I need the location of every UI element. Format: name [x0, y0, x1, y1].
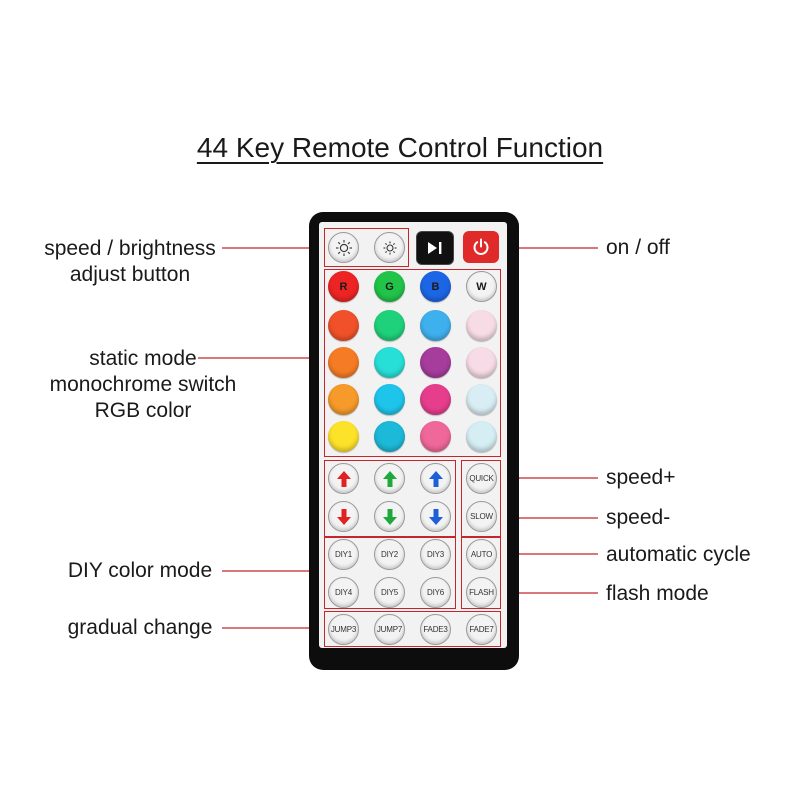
group-colors — [324, 269, 501, 457]
brightness-down-button[interactable] — [374, 232, 405, 263]
green-button-label: G — [385, 280, 394, 293]
power-icon — [473, 238, 489, 255]
red-up-button[interactable] — [328, 463, 359, 494]
color-button-r2c4[interactable] — [466, 347, 497, 378]
diy2-button[interactable]: DIY2 — [374, 539, 405, 570]
page-title: 44 Key Remote Control Function — [196, 132, 604, 163]
color-button-r3c4[interactable] — [466, 384, 497, 415]
brightness-down-icon — [383, 241, 396, 254]
group-gradual — [324, 611, 501, 647]
color-button-r1c2[interactable] — [374, 310, 405, 341]
color-button-r3c3[interactable] — [420, 384, 451, 415]
blue-button[interactable]: B — [420, 271, 451, 302]
quick-button-label: QUICK — [469, 474, 494, 483]
green-down-button[interactable] — [374, 501, 405, 532]
white-button[interactable]: W — [466, 271, 497, 302]
diy2-button-label: DIY2 — [381, 550, 398, 559]
label-automatic-cycle: automatic cycle — [606, 543, 751, 566]
blue-up-arrow-icon — [428, 470, 443, 487]
play-pause-icon — [428, 242, 442, 254]
jump3-button[interactable]: JUMP3 — [328, 614, 359, 645]
brightness-up-icon — [335, 239, 352, 256]
brightness-up-button[interactable] — [328, 232, 359, 263]
red-down-button[interactable] — [328, 501, 359, 532]
slow-button[interactable]: SLOW — [466, 501, 497, 532]
auto-button[interactable]: AUTO — [466, 539, 497, 570]
red-button-label: R — [339, 280, 348, 293]
group-brightness — [324, 228, 409, 267]
slow-button-label: SLOW — [470, 512, 493, 521]
color-button-r4c4[interactable] — [466, 421, 497, 452]
label-static-mode: static mode monochrome switch RGB color — [49, 347, 237, 422]
color-button-r4c3[interactable] — [420, 421, 451, 452]
blue-down-button[interactable] — [420, 501, 451, 532]
red-down-arrow-icon — [336, 508, 351, 525]
blue-down-arrow-icon — [428, 508, 443, 525]
diy4-button[interactable]: DIY4 — [328, 577, 359, 608]
power-button[interactable] — [463, 231, 499, 263]
white-button-label: W — [476, 280, 487, 293]
jump3-button-label: JUMP3 — [330, 625, 357, 634]
group-speed — [461, 460, 501, 537]
diy5-button-label: DIY5 — [381, 588, 398, 597]
label-flash-mode: flash mode — [606, 582, 709, 605]
group-diy-presets — [324, 537, 456, 609]
green-down-arrow-icon — [382, 508, 397, 525]
diy6-button-label: DIY6 — [427, 588, 444, 597]
green-up-arrow-icon — [382, 470, 397, 487]
red-button[interactable]: R — [328, 271, 359, 302]
color-button-r3c2[interactable] — [374, 384, 405, 415]
blue-button-label: B — [431, 280, 440, 293]
fade3-button[interactable]: FADE3 — [420, 614, 451, 645]
diy1-button-label: DIY1 — [335, 550, 352, 559]
diy3-button[interactable]: DIY3 — [420, 539, 451, 570]
flash-button[interactable]: FLASH — [466, 577, 497, 608]
quick-button[interactable]: QUICK — [466, 463, 497, 494]
diy4-button-label: DIY4 — [335, 588, 352, 597]
diy3-button-label: DIY3 — [427, 550, 444, 559]
auto-button-label: AUTO — [470, 550, 493, 559]
color-button-r1c1[interactable] — [328, 310, 359, 341]
diy1-button[interactable]: DIY1 — [328, 539, 359, 570]
group-diy-arrows — [324, 460, 456, 537]
fade7-button-label: FADE7 — [469, 625, 494, 634]
blue-up-button[interactable] — [420, 463, 451, 494]
red-up-arrow-icon — [336, 470, 351, 487]
label-gradual-change: gradual change — [67, 616, 213, 639]
color-button-r4c1[interactable] — [328, 421, 359, 452]
jump7-button-label: JUMP7 — [376, 625, 403, 634]
color-button-r4c2[interactable] — [374, 421, 405, 452]
fade3-button-label: FADE3 — [423, 625, 448, 634]
group-auto-flash — [461, 537, 501, 609]
diy6-button[interactable]: DIY6 — [420, 577, 451, 608]
play-pause-button[interactable] — [416, 231, 454, 265]
label-diy-color-mode: DIY color mode — [67, 559, 213, 582]
green-button[interactable]: G — [374, 271, 405, 302]
color-button-r1c3[interactable] — [420, 310, 451, 341]
label-speed-plus: speed+ — [606, 466, 676, 489]
label-on-off: on / off — [606, 236, 670, 259]
jump7-button[interactable]: JUMP7 — [374, 614, 405, 645]
label-speed-brightness: speed / brightness adjust button — [44, 237, 216, 286]
label-speed-minus: speed- — [606, 506, 671, 529]
flash-button-label: FLASH — [469, 588, 494, 597]
color-button-r3c1[interactable] — [328, 384, 359, 415]
color-button-r2c2[interactable] — [374, 347, 405, 378]
color-button-r1c4[interactable] — [466, 310, 497, 341]
fade7-button[interactable]: FADE7 — [466, 614, 497, 645]
color-button-r2c3[interactable] — [420, 347, 451, 378]
diy5-button[interactable]: DIY5 — [374, 577, 405, 608]
color-button-r2c1[interactable] — [328, 347, 359, 378]
green-up-button[interactable] — [374, 463, 405, 494]
